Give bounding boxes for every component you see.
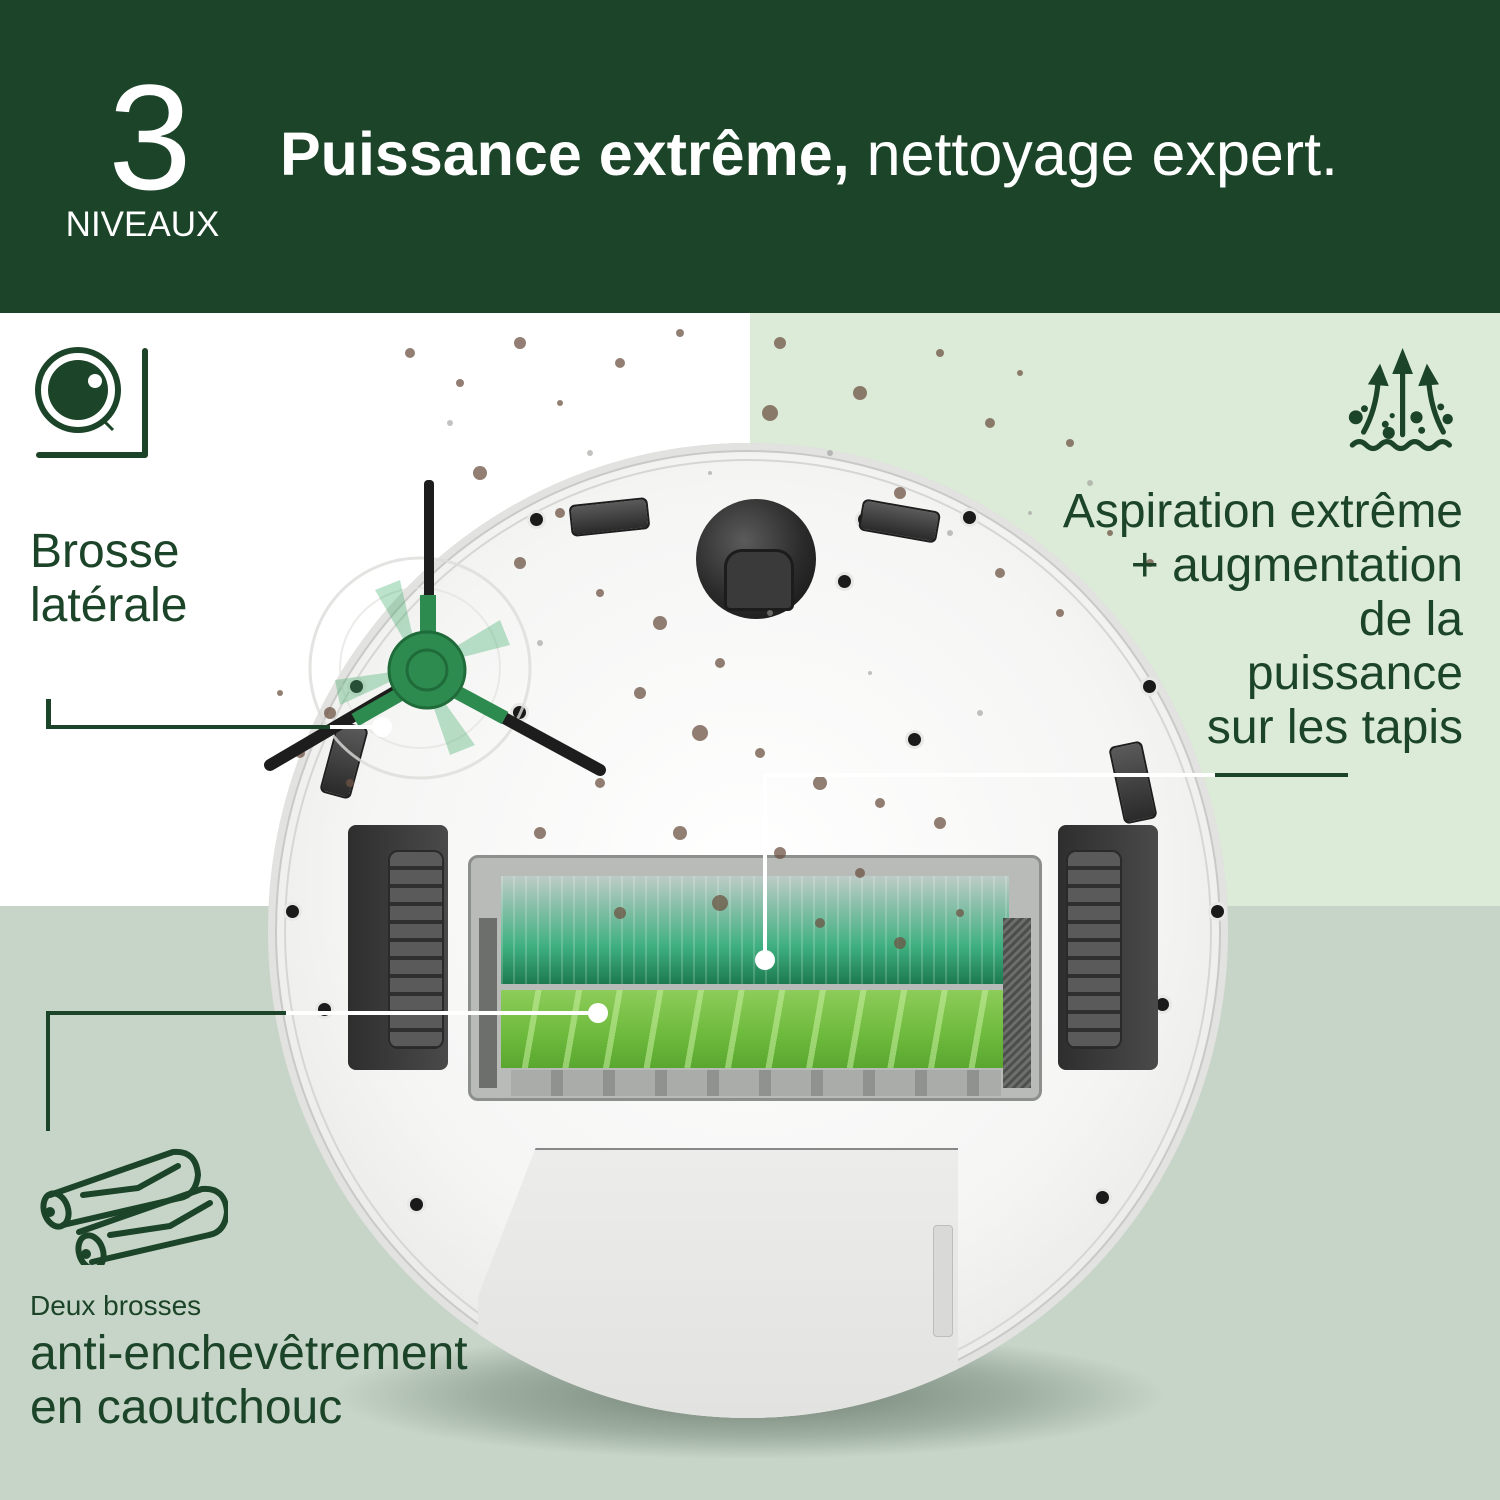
screw <box>1096 1191 1109 1204</box>
leader-line-rollers-white <box>286 1011 591 1015</box>
side-brush <box>264 480 606 780</box>
rubber-brushes-intro: Deux brosses <box>30 1290 202 1321</box>
suction-airflow-icon <box>1348 348 1453 452</box>
side-brush-marker-dot <box>372 717 392 737</box>
screw <box>908 733 921 746</box>
dust-bin <box>478 1148 958 1418</box>
debris-particles <box>277 329 1154 949</box>
leader-line-rollers-vertical <box>46 1011 50 1131</box>
left-wheel-well <box>348 825 448 1070</box>
right-wheel <box>1066 850 1122 1049</box>
screw <box>1143 680 1156 693</box>
leader-line-suction-white <box>763 773 1215 777</box>
rubber-brushes-label-line: en caoutchouc <box>30 1381 343 1434</box>
suction-label-line: de la <box>1358 593 1463 646</box>
side-brush-label-line: latérale <box>30 579 188 632</box>
camera-lens <box>724 549 794 611</box>
suction-label-line: puissance <box>1246 647 1463 700</box>
screw <box>838 575 851 588</box>
bin-latch <box>933 1225 953 1337</box>
screw <box>530 513 543 526</box>
suction-label-line: + augmentation <box>1130 539 1463 592</box>
screw <box>410 1198 423 1211</box>
rubber-brushes-label: anti-enchevêtrement en caoutchouc <box>30 1327 468 1435</box>
headline-strong: Puissance extrême, <box>280 120 850 188</box>
header-banner: 3 NIVEAUX Puissance extrême, nettoyage e… <box>0 0 1500 313</box>
screw <box>1211 905 1224 918</box>
leader-line-suction <box>1215 773 1348 777</box>
side-brush-label: Brosse latérale <box>30 525 187 633</box>
screw <box>350 680 363 693</box>
side-brush-label-line: Brosse <box>30 525 180 578</box>
brush-frame <box>511 1070 1001 1096</box>
level-count: 3 <box>108 53 192 221</box>
left-wheel <box>388 850 444 1049</box>
screw <box>286 905 299 918</box>
leader-line-side-brush-horizontal <box>46 725 331 729</box>
right-wheel-well <box>1058 825 1158 1070</box>
screw <box>963 511 976 524</box>
rubber-brushes-label-line: anti-enchevêtrement <box>30 1327 468 1380</box>
leader-line-rollers-horizontal <box>46 1011 286 1015</box>
upper-rubber-brush <box>501 876 1009 984</box>
main-brush-housing <box>468 855 1042 1101</box>
suction-marker-dot <box>755 950 775 970</box>
level-label: NIVEAUX <box>65 205 220 244</box>
brush-frame-right <box>1003 918 1031 1088</box>
side-brush-corner-icon <box>35 347 148 458</box>
headline-light: nettoyage expert. <box>849 120 1338 188</box>
leader-line-suction-vertical <box>763 773 767 958</box>
headline: Puissance extrême, nettoyage expert. <box>280 118 1338 190</box>
suction-label: Aspiration extrême + augmentation de la … <box>1063 485 1463 755</box>
brush-frame-left <box>479 918 497 1088</box>
leader-line-side-brush-vertical <box>46 699 51 729</box>
rollers-marker-dot <box>588 1003 608 1023</box>
lower-rubber-brush <box>501 990 1009 1068</box>
leader-line-side-brush-white <box>330 725 382 729</box>
dual-roller-brushes-icon <box>40 1148 228 1265</box>
screw <box>1156 998 1169 1011</box>
suction-label-line: Aspiration extrême <box>1062 485 1463 538</box>
camera-sensor <box>696 499 816 619</box>
suction-label-line: sur les tapis <box>1206 701 1463 754</box>
